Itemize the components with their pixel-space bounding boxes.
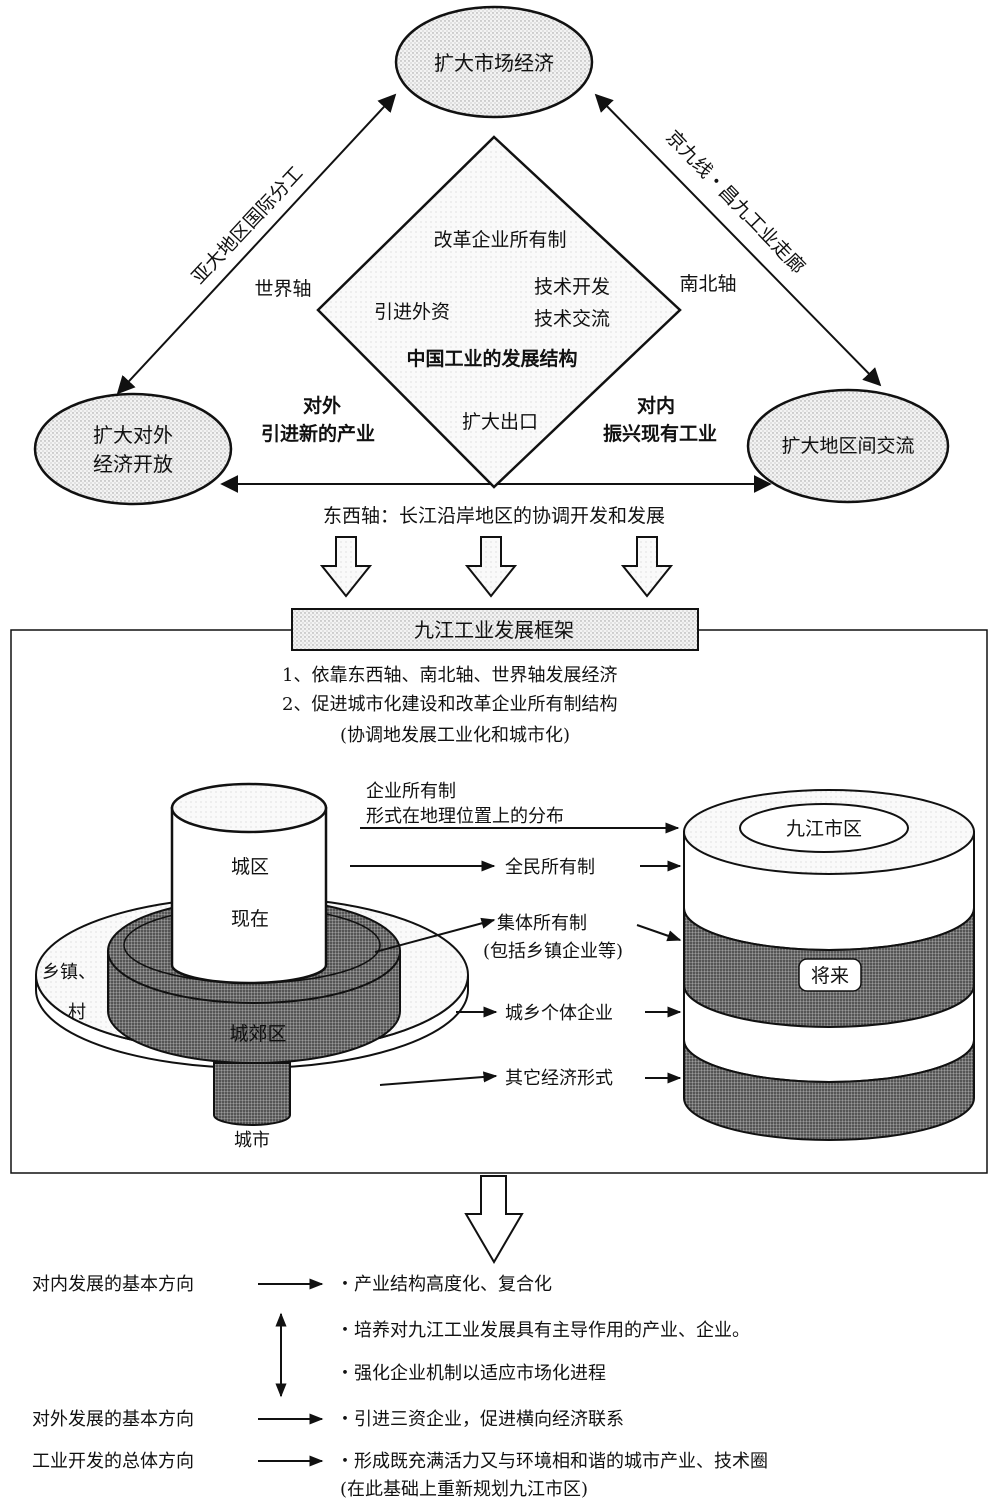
town-label: 乡镇、 (42, 962, 96, 983)
jiujiang-city-ellipse (739, 803, 909, 853)
framework-title: 九江工业发展框架 (414, 618, 574, 642)
direction-section: 对内发展的基本方向 对外发展的基本方向 工业开发的总体方向 ・产业结构高度化、复… (32, 1274, 768, 1500)
collective-note: (包括乡镇企业等) (483, 941, 623, 962)
direction-item-3: ・强化企业机制以适应市场化进程 (336, 1363, 606, 1384)
collective-arrow-out (636, 924, 682, 942)
urban-label: 城区 (231, 856, 269, 878)
urban-cylinder (170, 806, 328, 985)
framework-section: 九江工业发展框架 1、依靠东西轴、南北轴、世界轴发展经济 2、促进城市化建设和改… (10, 608, 988, 1174)
direction-item-4: ・引进三资企业，促进横向经济联系 (336, 1409, 624, 1430)
internal-direction-label: 对内发展的基本方向 (32, 1274, 194, 1295)
now-label: 现在 (231, 908, 269, 930)
development-structure-diamond (316, 135, 682, 489)
market-economy-label: 扩大市场经济 (434, 51, 554, 75)
regional-exchange-label: 扩大地区间交流 (781, 435, 914, 457)
diamond-center-title: 中国工业的发展结构 (406, 347, 577, 370)
ns-axis-label: 南北轴 (679, 273, 736, 295)
world-axis-arrow (116, 93, 397, 395)
external-direction-label: 对外发展的基本方向 (32, 1409, 194, 1430)
collective-arrow-in (374, 917, 496, 953)
big-down-arrow (464, 1175, 524, 1264)
direction-item-5: ・形成既充满活力又与环境相和谐的城市产业、技术圈 (336, 1451, 768, 1472)
world-axis-route-label: 亚大地区国际分工 (188, 162, 308, 288)
ownership-distribution: 企业所有制 形式在地理位置上的分布 全民所有制 集体所有制 (包括乡镇企业等) … (350, 781, 682, 1089)
ns-axis-arrow (594, 93, 882, 387)
direction-item-2: ・培养对九江工业发展具有主导作用的产业、企业。 (336, 1320, 750, 1341)
ownership-header-2: 形式在地理位置上的分布 (366, 806, 564, 827)
external-desc: 引进新的产业 (261, 422, 375, 445)
open-economy-label-1: 扩大对外 (93, 423, 173, 447)
future-band-other (683, 1039, 975, 1141)
internal-desc: 振兴现有工业 (603, 422, 717, 445)
diamond-tech-development: 技术开发 (534, 276, 610, 298)
ownership-header-1: 企业所有制 (366, 781, 456, 802)
market-economy-node (394, 5, 594, 119)
open-economy-node (33, 392, 233, 506)
framework-title-box (291, 608, 699, 651)
collective-ownership-label: 集体所有制 (497, 913, 587, 934)
jiujiang-city-label: 九江市区 (786, 818, 862, 840)
present-model: 城区 现在 乡镇、 村 城郊区 城市 (35, 782, 469, 1151)
future-model: 九江市区 将来 (683, 789, 975, 1141)
state-ownership-label: 全民所有制 (505, 857, 595, 878)
down-arrow-right (620, 536, 674, 598)
down-arrow-middle (464, 536, 518, 598)
individual-enterprise-label: 城乡个体企业 (505, 1003, 613, 1024)
external-title: 对外 (303, 394, 341, 417)
urban-cylinder-top (170, 782, 328, 834)
other-arrow-in (379, 1071, 498, 1086)
framework-point-1: 1、依靠东西轴、南北轴、世界轴发展经济 (282, 665, 617, 686)
final-note: (在此基础上重新规划九江市区) (340, 1479, 588, 1500)
future-label-box (798, 958, 862, 992)
down-arrow-left (319, 536, 373, 598)
world-axis-label: 世界轴 (254, 278, 311, 300)
village-label: 村 (68, 1002, 86, 1023)
open-economy-label-2: 经济开放 (93, 452, 173, 476)
other-forms-label: 其它经济形式 (505, 1068, 613, 1089)
ew-axis-label: 东西轴：长江沿岸地区的协调开发和发展 (323, 505, 665, 527)
future-label: 将来 (811, 965, 849, 987)
diamond-reform-ownership: 改革企业所有制 (433, 229, 566, 251)
diamond-tech-exchange: 技术交流 (534, 308, 610, 330)
framework-point-2: 2、促进城市化建设和改革企业所有制结构 (282, 694, 617, 715)
ns-axis-route-label: 京九线・昌九工业走廊 (661, 126, 809, 278)
framework-note: (协调地发展工业化和城市化) (340, 725, 570, 746)
diamond-expand-export: 扩大出口 (462, 411, 538, 433)
city-stub (213, 1062, 291, 1126)
internal-title: 对内 (637, 394, 675, 417)
top-section: 扩大市场经济 扩大对外 经济开放 扩大地区间交流 改革企业所有制 引进外资 技术… (33, 5, 950, 598)
regional-exchange-node (746, 388, 950, 504)
direction-item-1: ・产业结构高度化、复合化 (336, 1274, 552, 1295)
suburb-label: 城郊区 (229, 1023, 286, 1045)
city-label: 城市 (234, 1130, 270, 1151)
overall-direction-label: 工业开发的总体方向 (32, 1451, 194, 1472)
diamond-foreign-capital: 引进外资 (374, 301, 450, 323)
